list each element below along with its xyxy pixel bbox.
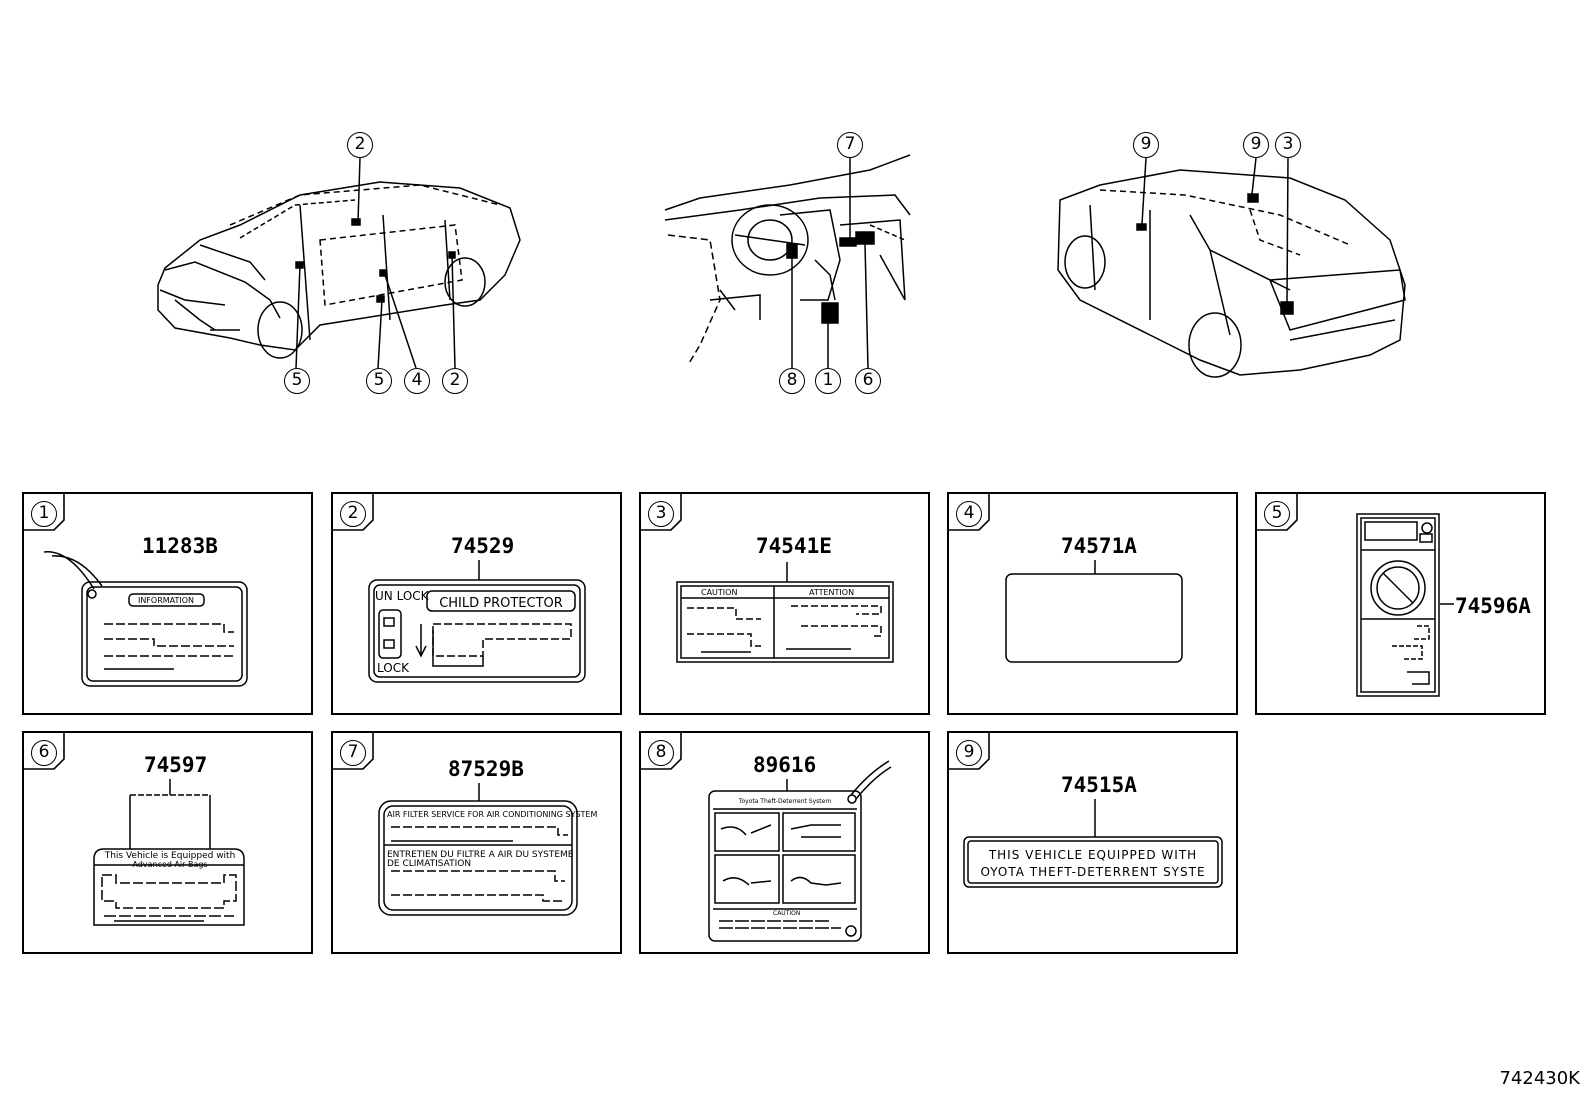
air-filter-line-2: ENTRETIEN DU FILTRE A AIR DU SYSTEME xyxy=(387,850,574,860)
airbag-line-1: This Vehicle is Equipped with xyxy=(104,851,236,861)
panel-7: 7 87529B AIR FILTER SERVICE FOR AIR COND… xyxy=(331,731,622,954)
panel-index: 8 xyxy=(648,740,674,766)
panel-6: 6 74597 This Vehicle is Equipped with Ad… xyxy=(22,731,313,954)
child-protector-text: CHILD PROTECTOR xyxy=(439,596,563,611)
callout-5: 5 xyxy=(366,368,392,394)
caution-text: CAUTION xyxy=(701,588,737,597)
panel-8: 8 89616 Toyota Theft-Deterrent System CA… xyxy=(639,731,930,954)
callout-9: 9 xyxy=(1133,132,1159,158)
theft-line-1: THIS VEHICLE EQUIPPED WITH xyxy=(988,848,1197,862)
caution-text: CAUTION xyxy=(773,910,800,917)
callout-2: 2 xyxy=(442,368,468,394)
part-number: 74596A xyxy=(1455,594,1531,618)
callout-5: 5 xyxy=(284,368,310,394)
label-information-text: INFORMATION xyxy=(138,596,194,605)
label-header-text: Toyota Theft-Deterrent System xyxy=(738,798,831,805)
panel-index: 3 xyxy=(648,501,674,527)
panel-index: 9 xyxy=(956,740,982,766)
unlock-text: UN LOCK xyxy=(375,589,430,603)
panel-9: 9 74515A THIS VEHICLE EQUIPPED WITH OYOT… xyxy=(947,731,1238,954)
label-89616-drawing: Toyota Theft-Deterrent System CAUTION xyxy=(708,760,892,942)
label-74571a-drawing xyxy=(1005,560,1183,663)
part-number: 89616 xyxy=(753,753,817,777)
panel-index: 2 xyxy=(340,501,366,527)
theft-line-2: OYOTA THEFT-DETERRENT SYSTE xyxy=(980,865,1205,879)
part-number: 74541E xyxy=(756,534,832,558)
panel-index: 4 xyxy=(956,501,982,527)
label-74541e-drawing: CAUTION ATTENTION xyxy=(676,562,894,663)
airbag-line-2: Advanced Air Bags xyxy=(132,860,207,869)
part-number: 11283B xyxy=(142,534,218,558)
panel-index: 7 xyxy=(340,740,366,766)
part-number: 87529B xyxy=(448,757,524,781)
attention-text: ATTENTION xyxy=(809,588,854,597)
label-74597-drawing: This Vehicle is Equipped with Advanced A… xyxy=(93,779,245,926)
callout-7: 7 xyxy=(837,132,863,158)
part-number: 74571A xyxy=(1061,534,1137,558)
callout-2: 2 xyxy=(347,132,373,158)
panel-2: 2 74529 UN LOCK CHILD PROTECTOR LOCK xyxy=(331,492,622,715)
callout-9: 9 xyxy=(1243,132,1269,158)
callout-3: 3 xyxy=(1275,132,1301,158)
panel-index: 6 xyxy=(31,740,57,766)
label-74515a-drawing: THIS VEHICLE EQUIPPED WITH OYOTA THEFT-D… xyxy=(963,799,1223,888)
part-number: 74597 xyxy=(144,753,208,777)
callout-1: 1 xyxy=(815,368,841,394)
label-87529b-drawing: AIR FILTER SERVICE FOR AIR CONDITIONING … xyxy=(378,783,597,916)
air-filter-line-1: AIR FILTER SERVICE FOR AIR CONDITIONING … xyxy=(387,810,597,819)
callout-4: 4 xyxy=(404,368,430,394)
vehicle-illustrations xyxy=(157,154,1406,378)
car-rear-view xyxy=(1057,169,1406,378)
label-74596a-drawing xyxy=(1356,513,1454,697)
panel-1: 1 11283B INFORMATION xyxy=(22,492,313,715)
air-filter-line-3: DE CLIMATISATION xyxy=(387,859,471,869)
label-11283b-drawing: INFORMATION xyxy=(43,551,248,687)
lock-text: LOCK xyxy=(377,661,410,675)
dashboard-view xyxy=(664,154,911,366)
car-front-view xyxy=(157,181,521,359)
label-74529-drawing: UN LOCK CHILD PROTECTOR LOCK xyxy=(368,560,586,683)
panel-index: 5 xyxy=(1264,501,1290,527)
callout-8: 8 xyxy=(779,368,805,394)
part-number: 74529 xyxy=(451,534,515,558)
panel-4: 4 74571A xyxy=(947,492,1238,715)
callout-6: 6 xyxy=(855,368,881,394)
panel-5: 5 74596A xyxy=(1255,492,1546,715)
panel-3: 3 74541E CAUTION ATTENTION xyxy=(639,492,930,715)
figure-code: 742430K xyxy=(1499,1068,1580,1089)
panel-index: 1 xyxy=(31,501,57,527)
part-number: 74515A xyxy=(1061,773,1137,797)
